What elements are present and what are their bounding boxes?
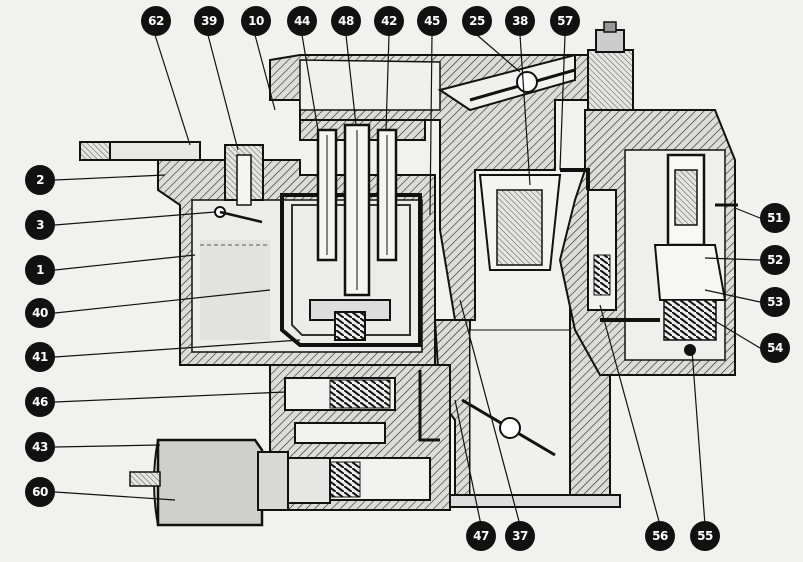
top-cap bbox=[587, 21, 634, 111]
callout-53: 53 bbox=[760, 287, 790, 317]
callout-55: 55 bbox=[690, 521, 720, 551]
callout-3: 3 bbox=[25, 210, 55, 240]
callout-57: 57 bbox=[550, 6, 580, 36]
callout-52: 52 bbox=[760, 245, 790, 275]
callout-42: 42 bbox=[374, 6, 404, 36]
callout-54: 54 bbox=[760, 333, 790, 363]
callout-44: 44 bbox=[287, 6, 317, 36]
callout-60: 60 bbox=[25, 477, 55, 507]
callout-62: 62 bbox=[141, 6, 171, 36]
callout-56: 56 bbox=[645, 521, 675, 551]
callout-43: 43 bbox=[25, 432, 55, 462]
callout-47: 47 bbox=[466, 521, 496, 551]
callout-46: 46 bbox=[25, 387, 55, 417]
callout-39: 39 bbox=[194, 6, 224, 36]
idle-solenoid bbox=[129, 438, 331, 527]
callout-38: 38 bbox=[505, 6, 535, 36]
callout-51: 51 bbox=[760, 203, 790, 233]
fuel-inlet-pipe bbox=[79, 141, 201, 161]
callout-45: 45 bbox=[417, 6, 447, 36]
callout-1: 1 bbox=[25, 255, 55, 285]
accelerator-pump-housing bbox=[558, 109, 738, 376]
callout-10: 10 bbox=[241, 6, 271, 36]
callout-37: 37 bbox=[505, 521, 535, 551]
callout-41: 41 bbox=[25, 342, 55, 372]
callout-25: 25 bbox=[462, 6, 492, 36]
leader-lines bbox=[54, 34, 761, 526]
callout-48: 48 bbox=[331, 6, 361, 36]
callout-40: 40 bbox=[25, 298, 55, 328]
callout-2: 2 bbox=[25, 165, 55, 195]
